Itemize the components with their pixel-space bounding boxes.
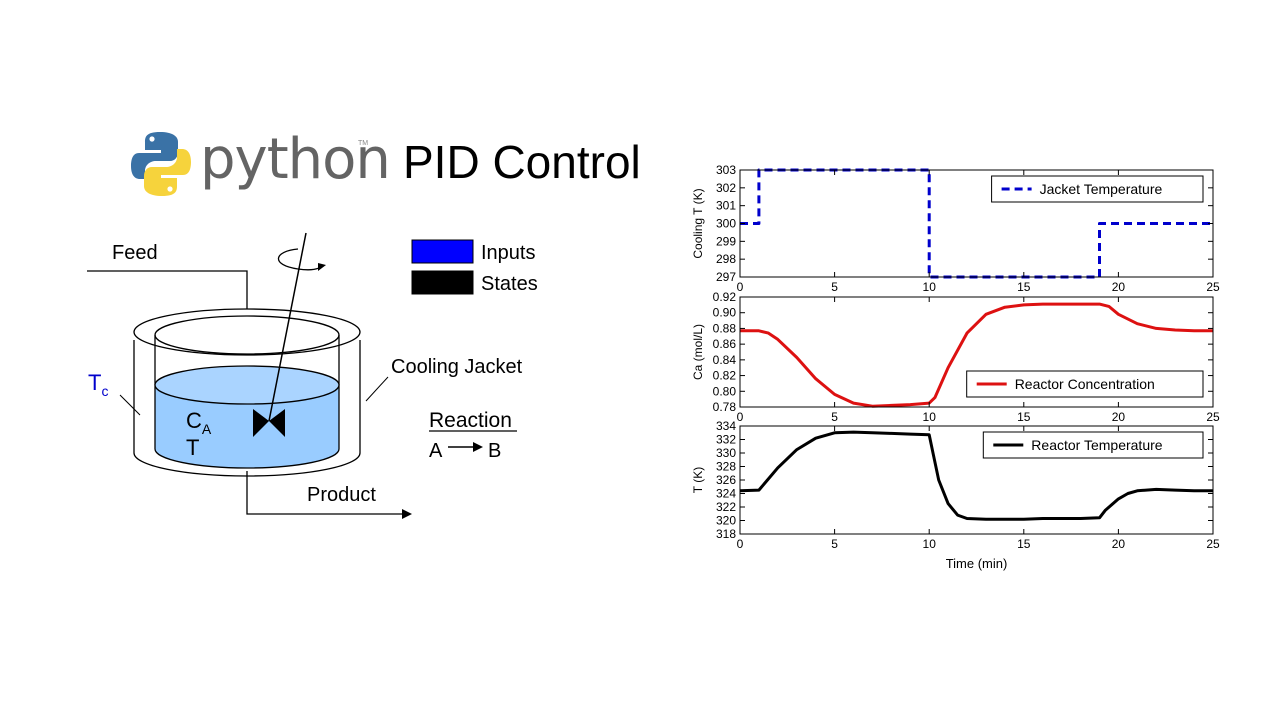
charts-panel: 297 298 299 300 301 302 303 0 5 10 15 20 25 Cooling T… <box>691 163 1220 571</box>
impeller-icon <box>253 409 269 437</box>
chart1-xtick-label: 10 <box>923 280 937 294</box>
tc-leader <box>119 394 141 416</box>
chart2-xtick-label: 25 <box>1206 410 1220 424</box>
chart1-ytick-label: 299 <box>716 234 736 248</box>
chart3-legend-label: Reactor Temperature <box>1031 437 1162 453</box>
tc-sub: c <box>101 383 108 399</box>
chart3-xtick-label: 10 <box>923 537 937 551</box>
ca-sub: A <box>202 421 212 437</box>
chart2-ytick-label: 0.90 <box>713 306 737 320</box>
product-line <box>246 471 405 515</box>
liquid-surface <box>154 365 340 405</box>
chart2-ytick-label: 0.86 <box>713 337 737 351</box>
chart1-xtick-label: 0 <box>737 280 744 294</box>
chart1-legend-box <box>991 175 1204 203</box>
chart3-xtick-label: 20 <box>1112 537 1126 551</box>
chart2-ytick-label: 0.84 <box>713 353 737 367</box>
chart3-xtick-label: 15 <box>1017 537 1031 551</box>
chart3-xtick-label: 5 <box>831 537 838 551</box>
python-wordmark: python <box>200 127 391 192</box>
chart3-ytick-label: 330 <box>716 446 736 460</box>
chart1-ytick-label: 301 <box>716 199 736 213</box>
chart1-xtick-label: 20 <box>1112 280 1126 294</box>
reaction-a: A <box>429 440 443 462</box>
page-title: PID Control <box>403 136 641 188</box>
legend-states-swatch <box>411 270 474 295</box>
chart1-ytick-label: 302 <box>716 181 736 195</box>
jacket-leader <box>365 376 389 402</box>
stirrer-shaft <box>268 232 307 422</box>
chart3-ytick-label: 324 <box>716 487 736 501</box>
chart2-ytick-label: 0.82 <box>713 369 737 383</box>
tank-liquid <box>154 384 340 469</box>
chart3-ylabel: T (K) <box>691 467 705 493</box>
chart2-ytick-label: 0.92 <box>713 290 737 304</box>
chart2-ylabel: Ca (mol/L) <box>691 324 705 380</box>
legend-inputs-label: Inputs <box>481 242 535 264</box>
reaction-b: B <box>488 440 501 462</box>
reactor-diagram: Feed Product Tc CA T Cooling Jacket Inpu… <box>87 232 538 519</box>
chart3-xtick-label: 25 <box>1206 537 1220 551</box>
chart2-ytick-label: 0.78 <box>713 400 737 414</box>
chart1-xtick-label: 15 <box>1017 280 1031 294</box>
legend-inputs-swatch <box>411 239 474 264</box>
ca-label: CA <box>186 408 212 437</box>
chart3-series-line <box>739 430 1213 521</box>
chart2-legend-label: Reactor Concentration <box>1015 376 1155 392</box>
rotation-arrow-icon <box>277 248 324 271</box>
chart2-ytick-label: 0.88 <box>713 321 737 335</box>
chart2-xtick-label: 15 <box>1017 410 1031 424</box>
chart3-xtick-label: 0 <box>737 537 744 551</box>
chart2-series-line <box>740 302 1213 408</box>
chart2-xtick-label: 10 <box>923 410 937 424</box>
product-arrowhead <box>402 509 412 519</box>
chart2-xtick-label: 0 <box>737 410 744 424</box>
chart3-ytick-label: 320 <box>716 514 736 528</box>
chart1-ytick-label: 300 <box>716 217 736 231</box>
jacket-label: Cooling Jacket <box>391 356 523 378</box>
chart3-ytick-label: 322 <box>716 500 736 514</box>
chart3-xlabel: Time (min) <box>946 556 1008 571</box>
tank-inner-rim <box>154 315 340 355</box>
chart2-ytick-label: 0.80 <box>713 384 737 398</box>
trademark-mark: TM <box>358 140 369 147</box>
chart3-ytick-label: 326 <box>716 473 736 487</box>
chart1-series-line <box>740 168 1213 279</box>
chart2-xtick-label: 20 <box>1112 410 1126 424</box>
tc-main: T <box>88 370 101 395</box>
python-logo-icon <box>131 132 191 196</box>
chart3-ytick-label: 328 <box>716 460 736 474</box>
product-label: Product <box>307 484 376 506</box>
feed-line <box>87 270 248 313</box>
chart1-xtick-label: 5 <box>831 280 838 294</box>
chart2-xtick-label: 5 <box>831 410 838 424</box>
chart1-ytick-label: 297 <box>716 270 736 284</box>
ca-main: C <box>186 408 202 433</box>
chart1-ytick-label: 298 <box>716 252 736 266</box>
chart2-frame <box>739 296 1214 408</box>
chart1-ytick-label: 303 <box>716 163 736 177</box>
chart1-ylabel: Cooling T (K) <box>691 188 705 258</box>
legend-states-label: States <box>481 273 538 295</box>
chart3-ytick-label: 332 <box>716 433 736 447</box>
chart3-ytick-label: 318 <box>716 527 736 541</box>
chart3-ytick-label: 334 <box>716 419 736 433</box>
chart1-xtick-label: 25 <box>1206 280 1220 294</box>
reaction-title: Reaction <box>429 409 512 432</box>
feed-label: Feed <box>112 242 158 264</box>
tc-label: Tc <box>88 370 108 399</box>
chart1-legend-label: Jacket Temperature <box>1040 181 1163 197</box>
t-label: T <box>186 435 199 460</box>
